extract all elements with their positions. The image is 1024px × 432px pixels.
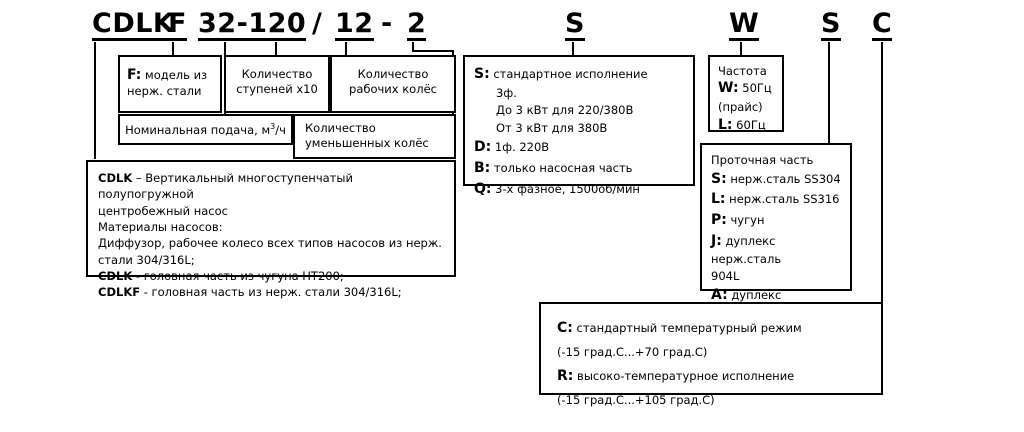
box-temperature: C: стандартный температурный режим (-15 … <box>539 302 883 407</box>
box-stages-line1: Количество <box>241 67 313 81</box>
box-impellers-line2: рабочих колёс <box>349 82 437 97</box>
motor-s-key: S: <box>474 66 490 82</box>
temperature-c-text: стандартный температурный режим <box>572 321 802 335</box>
code-segment-red: 2 <box>407 8 427 41</box>
motor-b-text: только насосная часть <box>490 160 633 175</box>
box-frequency: Частота W: 50Гц (прайс) L: 60Гц <box>708 55 784 133</box>
wetted-p-key: P: <box>711 212 727 229</box>
box-reduced-impellers-line1: Количество <box>305 121 376 135</box>
code-segment-motor: S <box>565 8 585 41</box>
connector-f <box>172 42 174 56</box>
cdlk-desc-l1-key: CDLK <box>98 171 133 185</box>
motor-b-key: B: <box>474 159 491 176</box>
connector-reduced-v1 <box>412 42 414 52</box>
box-impellers-line1: Количество <box>357 67 429 81</box>
box-nominal-flow-sup: 3 <box>270 121 276 131</box>
wetted-title: Проточная часть <box>711 153 814 167</box>
code-segment-size: 32-120 <box>198 8 307 41</box>
wetted-a-key: A: <box>711 286 728 303</box>
temperature-c-key: C: <box>557 320 573 336</box>
box-nominal-flow-text: Номинальная подача, м <box>125 122 271 137</box>
motor-s-sub1: 3ф. <box>496 86 517 100</box>
cdlk-desc-l5: стали 304/316L; <box>98 252 195 267</box>
connector-cdlk <box>94 42 96 159</box>
box-stages: Количество ступеней x10 <box>224 55 330 113</box>
motor-d-text: 1ф. 220В <box>491 139 550 154</box>
code-segment-cdlk: CDLK <box>92 8 175 41</box>
motor-d-key: D: <box>474 138 492 155</box>
temperature-r-key: R: <box>557 368 574 385</box>
frequency-price: (прайс) <box>718 100 763 115</box>
box-model-f-text: модель из нерж. стали <box>127 68 208 99</box>
code-segment-f: F <box>168 8 187 41</box>
temperature-c-range: (-15 град.С...+70 град.С) <box>557 344 708 359</box>
box-stages-line2: ступеней x10 <box>236 82 318 97</box>
box-nominal-flow-text2: /ч <box>275 122 286 137</box>
motor-s-text: стандартное исполнение <box>489 67 648 81</box>
motor-q-key: Q: <box>474 180 492 197</box>
box-model-f: F: модель из нерж. стали <box>118 55 222 113</box>
wetted-j-text2: 904L <box>711 269 740 284</box>
code-segment-wet: S <box>821 8 841 41</box>
code-segment-freq: W <box>729 8 760 41</box>
connector-stages <box>275 42 277 56</box>
cdlk-desc-l2: центробежный насос <box>98 203 228 218</box>
temperature-r-range: (-15 град.С...+105 град.С) <box>557 393 715 408</box>
cdlk-desc-l1-rest: – Вертикальный многоступенчатый полупогр… <box>98 171 353 202</box>
box-reduced-impellers: Количество уменьшенных колёс <box>293 114 456 159</box>
connector-motor <box>572 42 574 56</box>
box-nominal-flow: Номинальная подача, м3/ч <box>118 114 293 145</box>
cdlk-desc-l6-rest: - головная часть из чугуна HT200; <box>132 268 344 283</box>
motor-s-sub2: До 3 кВт для 220/380В <box>496 103 634 118</box>
temperature-r-text: высоко-температурное исполнение <box>573 369 795 384</box>
connector-frequency <box>740 42 742 56</box>
code-segment-temp: C <box>872 8 893 41</box>
connector-reduced-h <box>412 50 454 52</box>
wetted-s-key: S: <box>711 170 727 187</box>
cdlk-desc-l6-key: CDLK <box>98 268 133 283</box>
code-segment-stages: 12 <box>335 8 374 41</box>
wetted-p-text: чугун <box>726 213 765 228</box>
cdlk-desc-l7-key: CDLKF <box>98 285 141 300</box>
code-segment-dash: - <box>381 8 393 39</box>
box-impellers: Количество рабочих колёс <box>330 55 456 113</box>
motor-q-text: 3-х фазное, 1500об/мин <box>491 181 640 196</box>
frequency-w-text: 50Гц <box>738 81 772 96</box>
box-reduced-impellers-line2: уменьшенных колёс <box>305 136 429 151</box>
box-motor-version: S: стандартное исполнение 3ф. До 3 кВт д… <box>463 55 695 197</box>
motor-s-sub3: От 3 кВт для 380В <box>496 120 608 135</box>
wetted-j-key: J: <box>711 232 722 249</box>
cdlk-desc-l3: Материалы насосов: <box>98 219 223 234</box>
wetted-l-text: нерж.сталь SS316 <box>725 192 840 207</box>
frequency-l-text: 60Гц <box>732 117 766 132</box>
frequency-l-key: L: <box>718 116 733 133</box>
wetted-j-text: дуплекс нерж.сталь <box>711 233 782 267</box>
connector-impellers <box>345 42 347 56</box>
box-model-f-key: F: <box>127 67 142 83</box>
connector-temperature <box>881 42 883 302</box>
code-segment-slash: / <box>312 8 323 39</box>
connector-wetted <box>828 42 830 143</box>
cdlk-desc-l4: Диффузор, рабочее колесо всех типов насо… <box>98 236 442 251</box>
box-wetted-parts: Проточная часть S: нерж.сталь SS304 L: н… <box>700 143 852 337</box>
box-cdlk-description: CDLK – Вертикальный многоступенчатый пол… <box>86 160 456 299</box>
frequency-w-key: W: <box>718 80 739 97</box>
frequency-title: Частота <box>718 64 767 78</box>
wetted-l-key: L: <box>711 191 726 208</box>
cdlk-desc-l7-rest: - головная часть из нерж. стали 304/316L… <box>140 285 402 300</box>
wetted-s-text: нерж.сталь SS304 <box>726 171 841 186</box>
